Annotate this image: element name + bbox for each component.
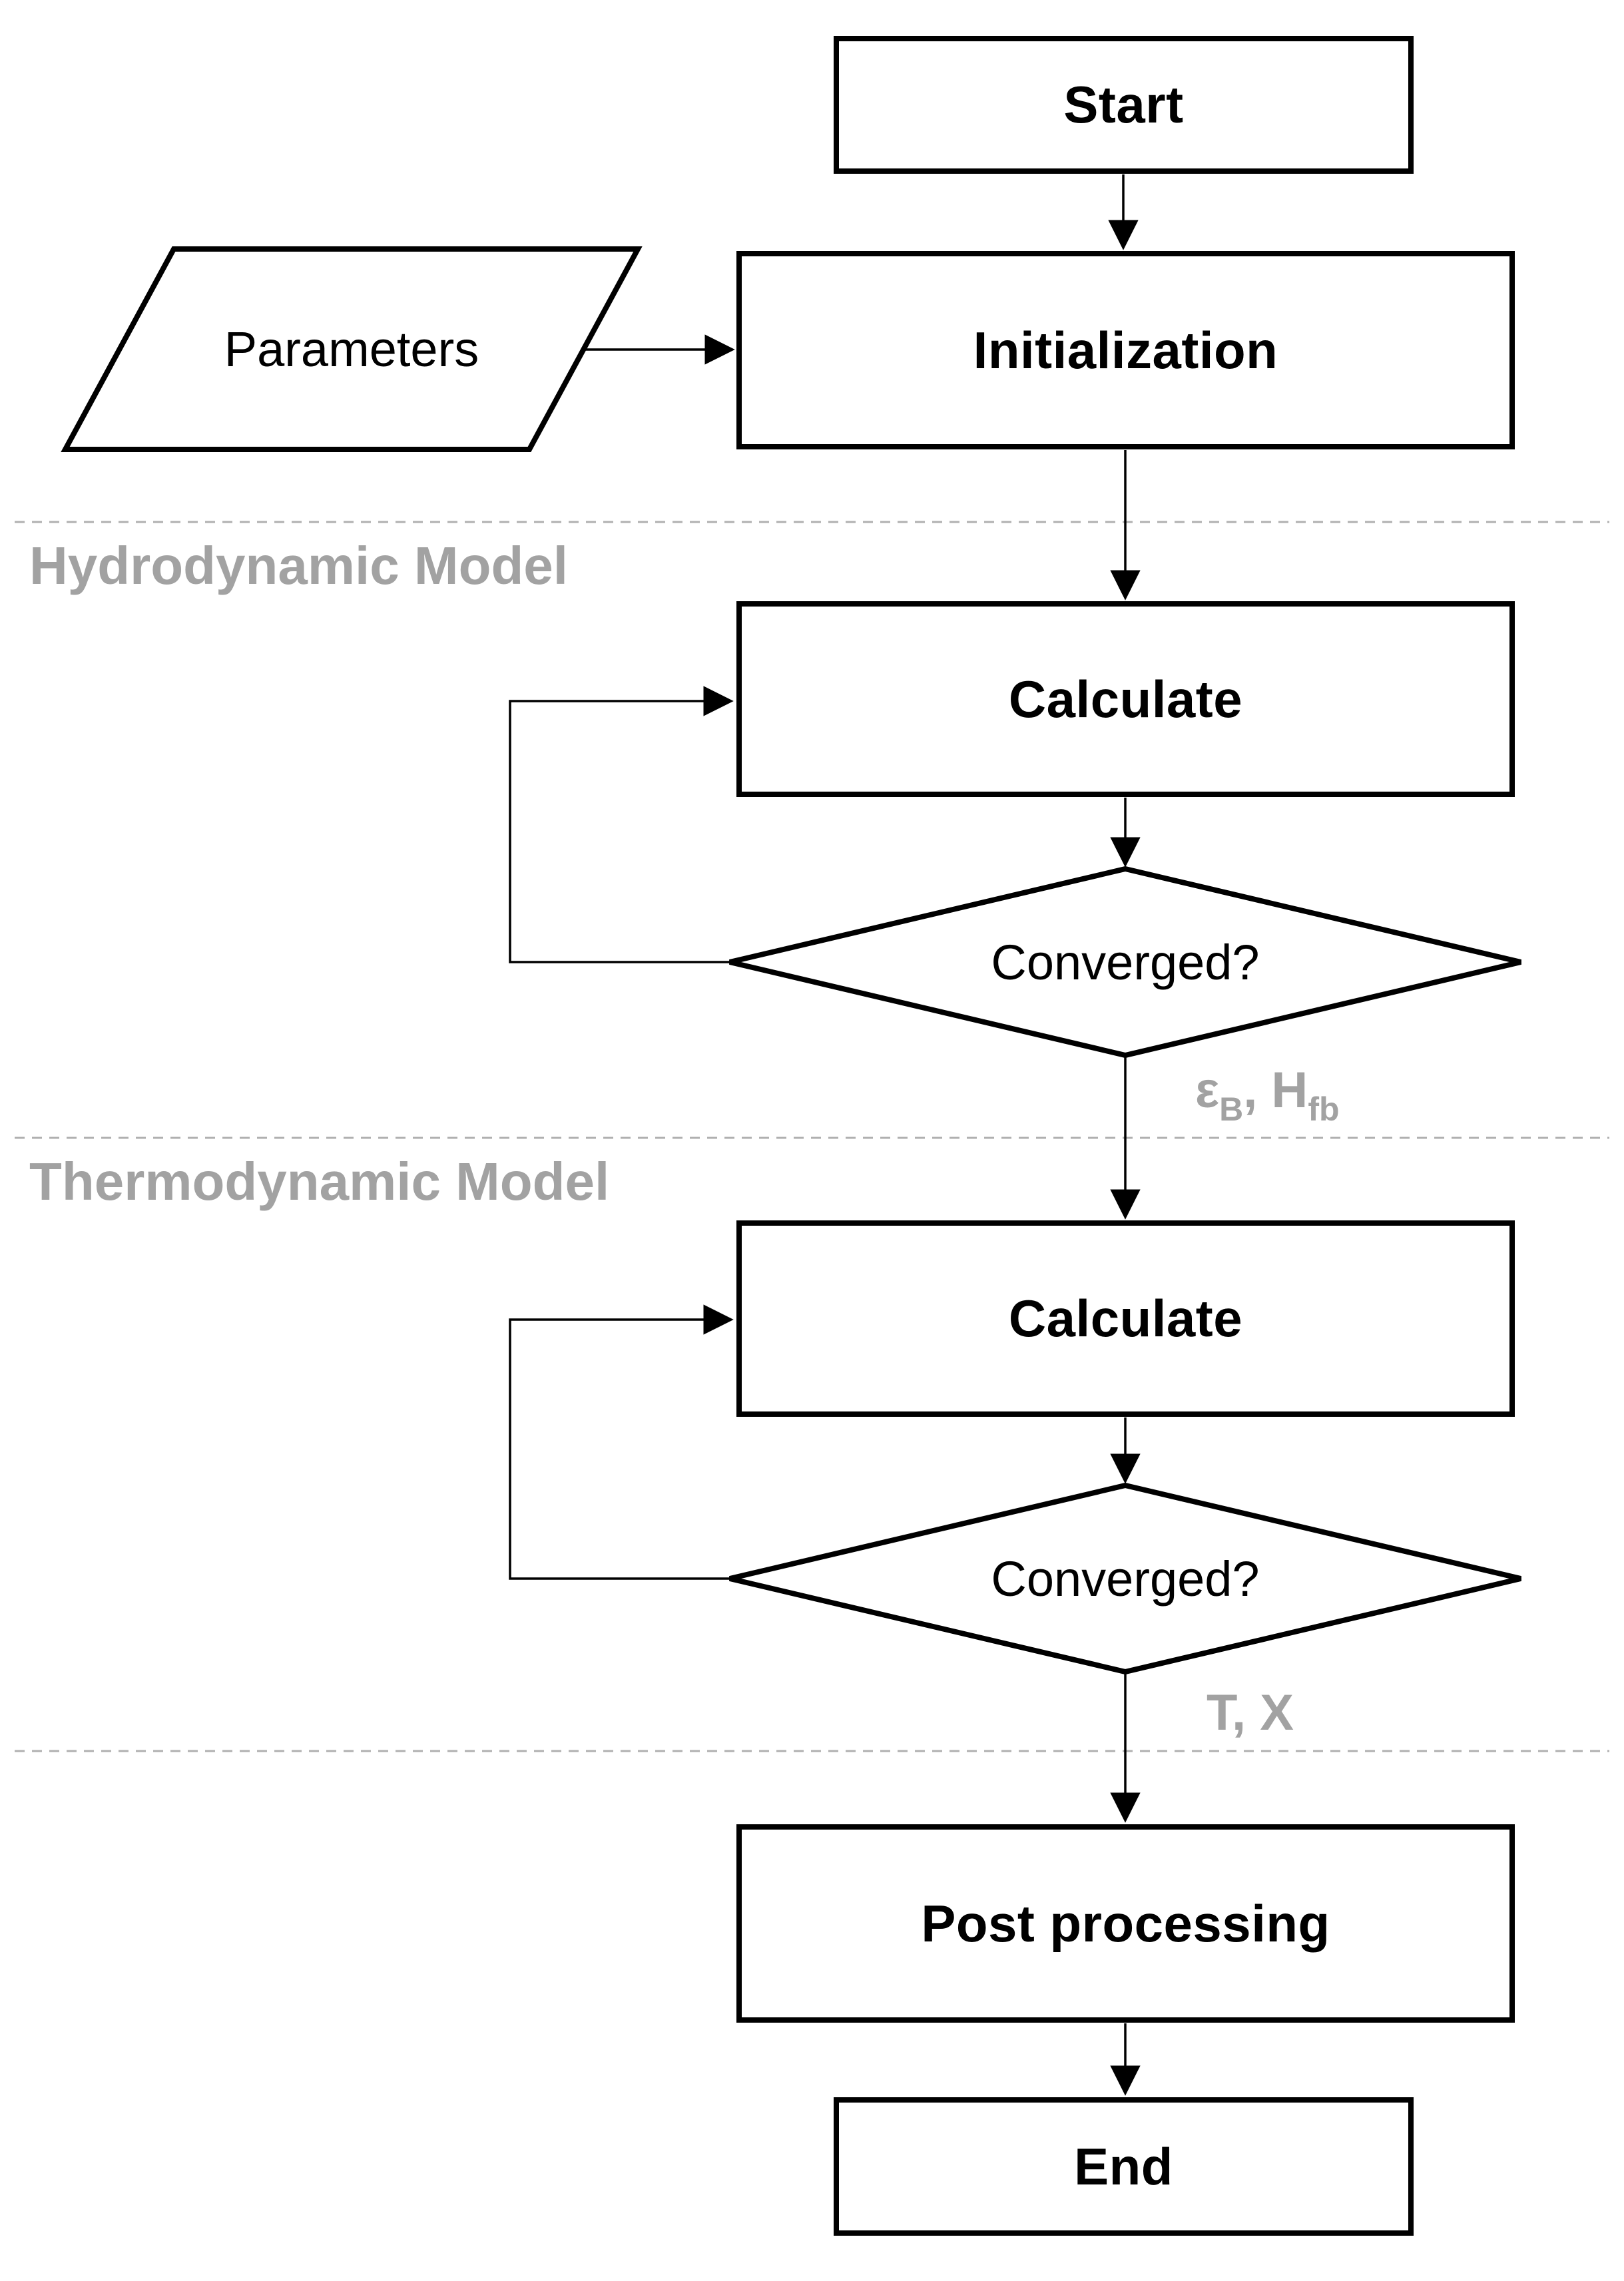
converged-thermo-label: Converged? xyxy=(991,1551,1260,1607)
hydrodynamic-model-text: Hydrodynamic Model xyxy=(29,536,569,595)
parameters-label: Parameters xyxy=(224,322,479,377)
epsilon-symbol: ε xyxy=(1195,1062,1220,1119)
output-separator: , xyxy=(1243,1062,1272,1119)
thermo-output-variables-label: T, X xyxy=(1207,1688,1294,1738)
calculate-hydro-node: Calculate xyxy=(736,601,1515,797)
start-node: Start xyxy=(834,36,1414,174)
post-processing-node: Post processing xyxy=(736,1824,1515,2023)
hydro-output-variables-label: εB, Hfb xyxy=(1195,1062,1340,1127)
end-label: End xyxy=(1074,2137,1173,2196)
calculate-hydro-label: Calculate xyxy=(1008,669,1243,728)
converged-thermo-diamond xyxy=(729,1482,1521,1675)
post-processing-label: Post processing xyxy=(921,1894,1330,1953)
parameters-parallelogram xyxy=(61,246,643,452)
hfb-symbol: H xyxy=(1271,1062,1308,1119)
thermodynamic-model-text: Thermodynamic Model xyxy=(29,1152,610,1211)
initialization-node: Initialization xyxy=(736,251,1515,449)
thermodynamic-model-section-label: Thermodynamic Model xyxy=(29,1155,609,1208)
initialization-label: Initialization xyxy=(973,320,1278,380)
converged-hydro-diamond xyxy=(729,866,1521,1059)
epsilon-subscript: B xyxy=(1219,1091,1244,1128)
tx-text: T, X xyxy=(1207,1684,1294,1741)
parameters-label-box: Parameters xyxy=(65,249,638,449)
converged-hydro-label-box: Converged? xyxy=(730,869,1521,1055)
loop-converged-thermo-to-calculate xyxy=(509,1304,734,1580)
start-label: Start xyxy=(1063,75,1184,134)
calculate-thermo-label: Calculate xyxy=(1008,1289,1243,1348)
calculate-thermo-node: Calculate xyxy=(736,1220,1515,1417)
end-node: End xyxy=(834,2097,1414,2236)
converged-thermo-label-box: Converged? xyxy=(730,1485,1521,1672)
converged-hydro-label: Converged? xyxy=(991,934,1260,990)
hfb-subscript: fb xyxy=(1308,1091,1340,1128)
loop-converged-hydro-to-calculate xyxy=(509,686,734,963)
hydrodynamic-model-section-label: Hydrodynamic Model xyxy=(29,539,568,593)
